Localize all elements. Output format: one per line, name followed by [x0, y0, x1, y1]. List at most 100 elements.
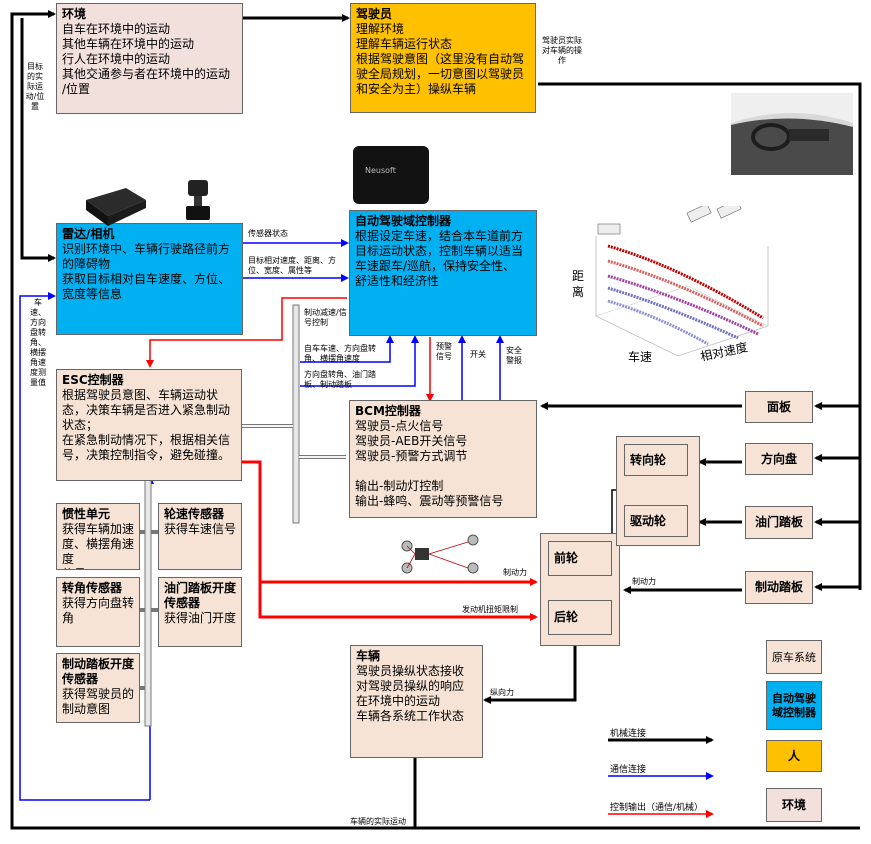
actual-motion-loop — [10, 10, 860, 830]
legend-control-label: 控制输出（通信/机械） — [610, 803, 704, 813]
driver-actual-op-label: 驾驶员实际对车辆的操作 — [542, 36, 582, 65]
adc-device-label: Neusoft — [365, 166, 396, 175]
legend-communication-label: 通信连接 — [610, 765, 647, 775]
adc-block: 自动驾驶域控制器 根据设定车速，结合本车道前方 目标运动状态，控制车辆以适当 车… — [349, 210, 537, 336]
steer-angle-title: 转角传感器 — [62, 581, 123, 595]
brake-pedal-sensor-block: 制动踏板开度 传感器 获得驾驶员的 制动意图 — [56, 653, 140, 723]
radar-line: 识别环境中、车辆行驶路径前方 — [62, 242, 231, 256]
esc-line: 状态； — [62, 418, 99, 432]
driver-line: 理解车辆运行状态 — [356, 37, 453, 51]
speed-axis-label: 车速 — [628, 350, 653, 364]
steer-wheel-block: 转向轮 — [624, 444, 688, 476]
esc-line: 根据驾驶员意图、车辆运动状 — [62, 388, 219, 402]
radar-device-icon — [86, 188, 146, 226]
driver-block: 驾驶员 理解环境 理解车辆运行状态 根据驾驶意图（这里没有自动驾 驶全局规划，一… — [350, 3, 536, 113]
engine-torque-label: 发动机扭矩限制 — [462, 605, 518, 614]
steer-angle-sensor-block: 转角传感器 获得方向盘转 角 — [56, 577, 140, 647]
esc-title: ESC控制器 — [62, 373, 124, 387]
bcm-line: 输出-蜂鸣、震动等预警信号 — [355, 494, 504, 508]
environment-line: /位置 — [62, 82, 91, 96]
longitudinal-force-label: 纵向力 — [490, 688, 514, 697]
steer-angle-line: 获得方向盘转 — [62, 596, 135, 610]
legend-adc: 自动驾驶域控制器 — [766, 681, 822, 730]
bcm-line: 驾驶员-预警方式调节 — [355, 449, 468, 463]
vehicle-line: 在环境中的运动 — [356, 694, 441, 708]
can-bus-right — [292, 304, 300, 524]
bcm-line: 驾驶员-AEB开关信号 — [355, 434, 468, 448]
camera-device-icon — [186, 180, 210, 220]
adc-device-icon: Neusoft — [353, 146, 429, 204]
switch-label: 开关 — [470, 350, 486, 359]
brake-sensor-title2: 传感器 — [62, 672, 99, 686]
actual-motion-label: 车辆的实际运动 — [350, 817, 406, 826]
vehicle-line: 对驾驶员操纵的响应 — [356, 679, 465, 693]
bcm-line: 驾驶员-点火信号 — [355, 419, 444, 433]
adc-title: 自动驾驶域控制器 — [355, 214, 452, 228]
brake-force-right-label: 制动力 — [632, 577, 656, 586]
adc-line: 车速跟车/巡航，保持安全性、 — [355, 259, 516, 273]
inertial-line: 信号 — [62, 567, 134, 569]
adc-line: 根据设定车速，结合本车道前方 — [355, 229, 524, 243]
radar-line: 宽度等信息 — [62, 287, 123, 301]
brake-sensor-line: 制动意图 — [62, 702, 111, 716]
radar-camera-block: 雷达/相机 识别环境中、车辆行驶路径前方 的障碍物 获取目标相对自车速度、方位、… — [56, 223, 243, 335]
steering-wheel-block: 方向盘 — [745, 443, 813, 475]
vehicle-line: 车辆各系统工作状态 — [356, 709, 465, 723]
adc-line: 舒适性和经济性 — [355, 274, 440, 288]
environment-line: 自车在环境中的运动 — [62, 22, 171, 36]
drive-wheel-block: 驱动轮 — [624, 505, 688, 537]
driver-line: 和安全为主）操纵车辆 — [356, 82, 477, 96]
esc-line: 态，决策车辆是否进入紧急制动 — [62, 403, 231, 417]
environment-title: 环境 — [62, 7, 87, 21]
legend-environment: 环境 — [766, 788, 822, 822]
decel-signal-label: 制动减速/信号控制 — [304, 308, 347, 327]
bcm-block: BCM控制器 驾驶员-点火信号 驾驶员-AEB开关信号 驾驶员-预警方式调节 输… — [349, 400, 537, 518]
environment-line: 行人在环境中的运动 — [62, 52, 171, 66]
safety-alert-label: 安全警报 — [506, 346, 522, 365]
inertial-line: 获得车辆加速 — [62, 522, 135, 536]
throttle-title2: 传感器 — [164, 596, 201, 610]
radar-line: 获取目标相对自车速度、方位、 — [62, 272, 231, 286]
bcm-line — [355, 464, 531, 479]
warn-signal-label: 预警信号 — [436, 342, 452, 361]
own-speed-yaw-label: 自车车速、方向盘转角、横摆角速度 — [304, 344, 376, 363]
env-to-radar-link — [20, 18, 56, 262]
inertial-line: 度、横摆角速度 — [62, 537, 135, 566]
throttle-pedal-block: 油门踏板 — [745, 506, 813, 539]
can-bus-left — [144, 477, 152, 727]
vehicle-title: 车辆 — [356, 649, 381, 663]
throttle-line: 获得油门开度 — [164, 611, 237, 625]
target-rel-label: 目标相对速度、距离、方位、宽度、属性等 — [248, 256, 336, 275]
wheel-speed-title: 轮速传感器 — [164, 507, 225, 521]
driver-title: 驾驶员 — [356, 7, 393, 21]
rear-wheel-block: 后轮 — [548, 600, 612, 635]
distance-surface-illustration — [595, 206, 769, 357]
target-actual-motion-label: 目标的实际运动/位置 — [25, 62, 45, 111]
driver-line: 根据驾驶意图（这里没有自动驾 — [356, 52, 525, 66]
driver-line: 驶全局规划，一切意图以驾驶员 — [356, 67, 525, 81]
brake-sensor-title: 制动踏板开度 — [62, 657, 135, 671]
vehicle-block: 车辆 驾驶员操纵状态接收 对驾驶员操纵的响应 在环境中的运动 车辆各系统工作状态 — [350, 645, 483, 758]
legend-mechanical-label: 机械连接 — [610, 729, 647, 739]
environment-line: 其他车辆在环境中的运动 — [62, 37, 195, 51]
legend-original-system: 原车系统 — [766, 640, 822, 674]
esc-line: 在紧急制动情况下，根据相关信 — [62, 433, 231, 447]
radar-title: 雷达/相机 — [62, 227, 115, 241]
esc-line: 号，决策控制指令，避免碰撞。 — [62, 448, 231, 462]
wheel-speed-line: 获得车速信号 — [164, 522, 237, 536]
inertial-title: 惯性单元 — [62, 507, 111, 521]
throttle-title: 油门踏板开度 — [164, 581, 237, 595]
bcm-title: BCM控制器 — [355, 404, 421, 418]
bcm-line: 输出-制动灯控制 — [355, 479, 444, 493]
environment-block: 环境 自车在环境中的运动 其他车辆在环境中的运动 行人在环境中的运动 其他交通参… — [56, 3, 243, 114]
environment-line: 其他交通参与者在环境中的运动 — [62, 67, 231, 81]
radar-line: 的障碍物 — [62, 257, 111, 271]
wheel-speed-sensor-block: 轮速传感器 获得车速信号 — [158, 503, 242, 570]
distance-axis-label: 距离 — [572, 269, 585, 299]
car-interior-icon — [731, 93, 853, 175]
front-wheel-block: 前轮 — [548, 541, 612, 576]
throttle-sensor-block: 油门踏板开度 传感器 获得油门开度 — [158, 577, 242, 647]
inertial-unit-block: 惯性单元 获得车辆加速 度、横摆角速度 信号 — [56, 503, 140, 570]
sensor-state-label: 传感器状态 — [248, 229, 288, 238]
